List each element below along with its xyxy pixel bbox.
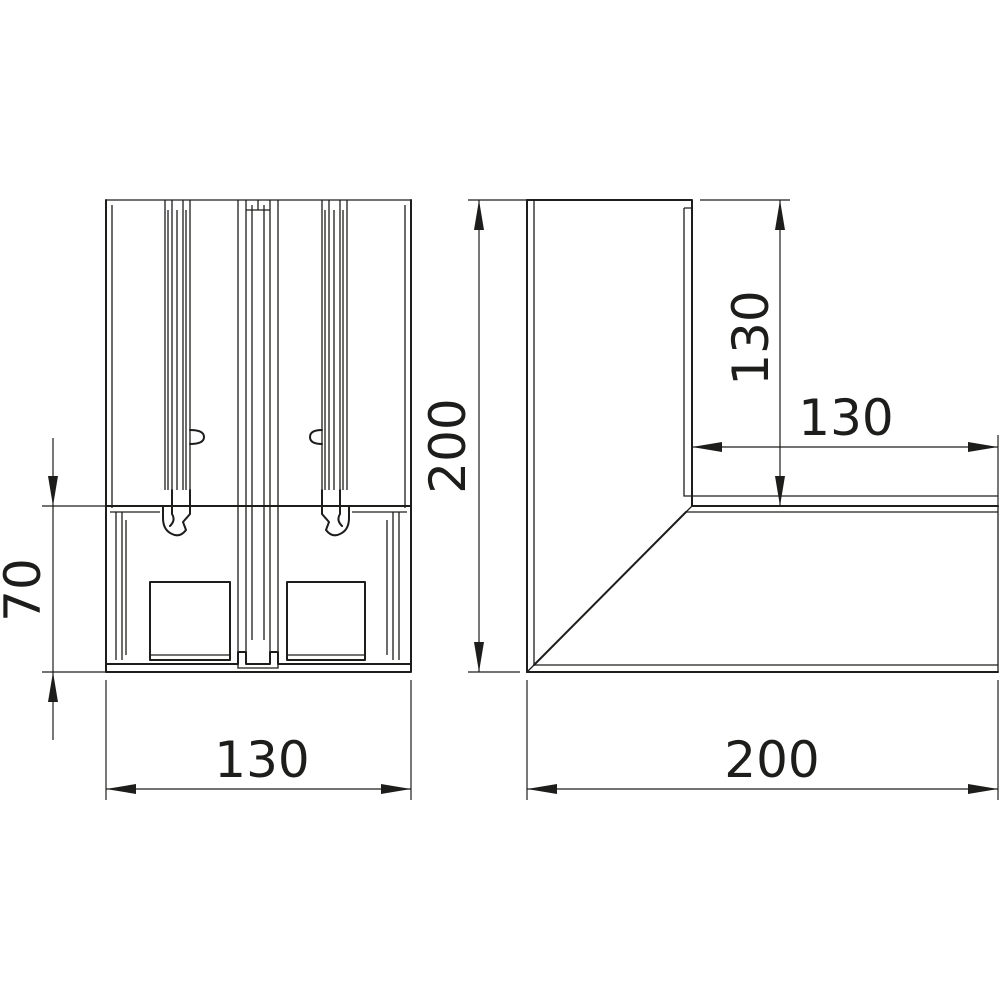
dim-leg-vertical: 130 [700, 199, 790, 506]
left-rail [162, 200, 205, 537]
right-insert [286, 581, 366, 661]
dim-front-width: 130 [105, 680, 412, 800]
dim-side-width-label: 200 [724, 731, 819, 789]
left-insert [149, 581, 231, 661]
dim-leg-horizontal: 130 [692, 389, 999, 506]
dim-leg-vertical-label: 130 [722, 290, 780, 385]
center-divider [237, 200, 279, 652]
dim-side-width: 200 [526, 680, 999, 800]
dim-side-height: 200 [419, 199, 527, 673]
dim-front-width-label: 130 [214, 731, 309, 789]
side-view [526, 199, 999, 673]
dim-leg-horizontal-label: 130 [798, 389, 893, 447]
dim-side-height-label: 200 [419, 398, 477, 493]
front-view [105, 199, 412, 673]
right-rail [309, 200, 350, 537]
dim-front-height: 70 [0, 438, 106, 740]
dim-front-height-label: 70 [0, 558, 52, 622]
